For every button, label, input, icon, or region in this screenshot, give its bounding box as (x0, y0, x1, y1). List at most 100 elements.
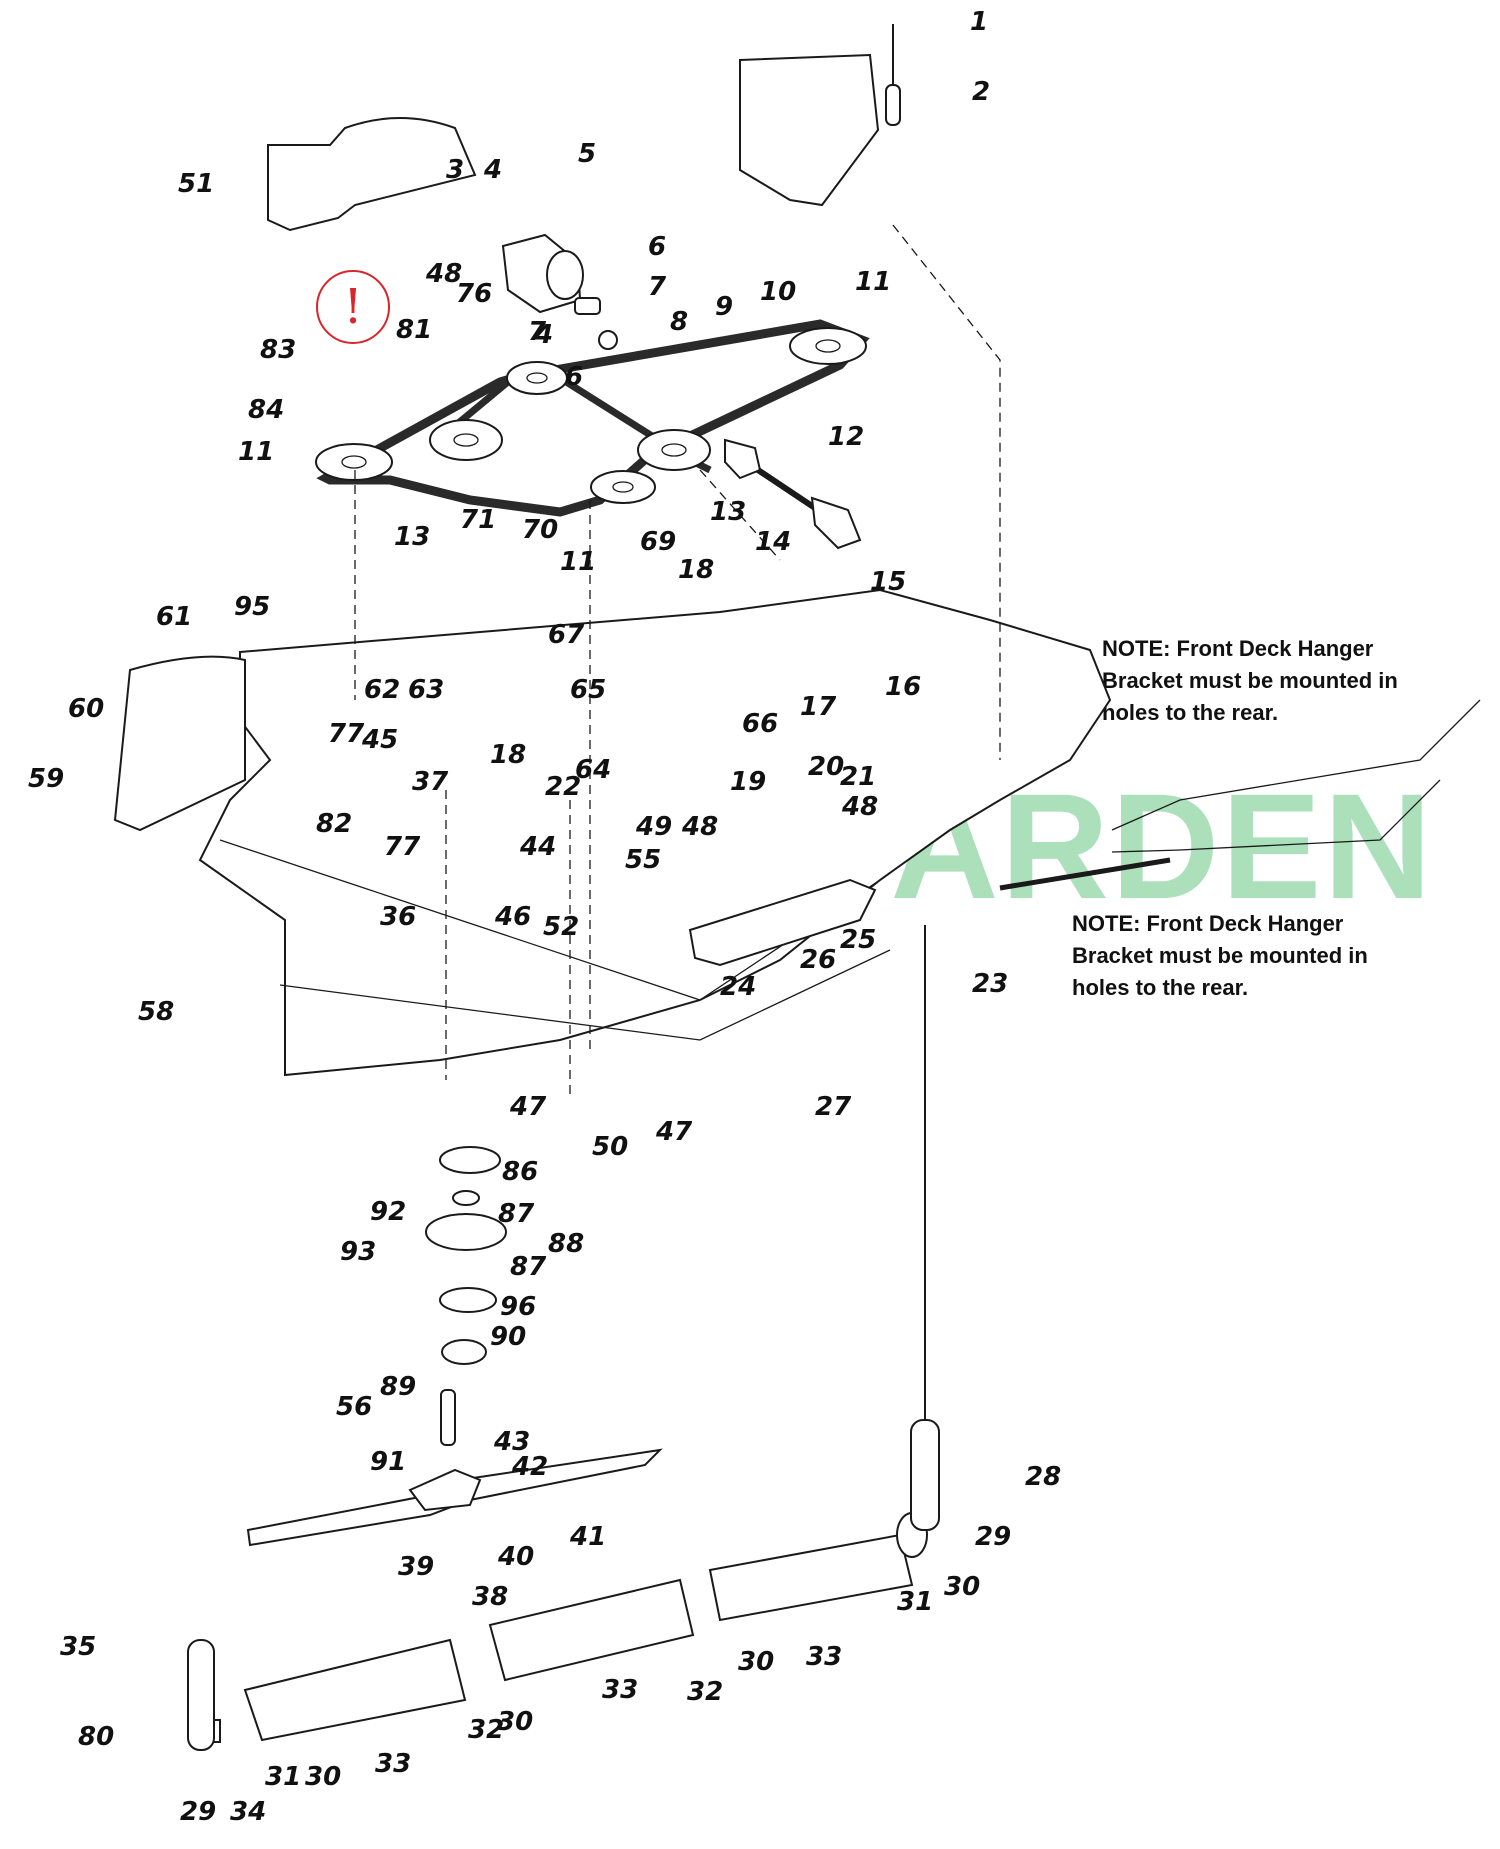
callout-n86: 86 (502, 1157, 538, 1187)
callout-n56: 56 (336, 1392, 372, 1422)
callout-n40: 40 (497, 1542, 534, 1572)
callout-n13b: 13 (710, 497, 746, 527)
callout-n6b: 6 (565, 362, 583, 392)
callout-n32b: 32 (468, 1715, 504, 1745)
callout-n67: 67 (548, 620, 585, 650)
callout-n21: 21 (840, 762, 876, 792)
callout-n18a: 18 (678, 555, 714, 585)
callout-n4b: 4 (534, 320, 553, 350)
callout-n11b: 11 (238, 437, 274, 467)
callout-n77b: 77 (384, 832, 421, 862)
callout-n41: 41 (569, 1522, 606, 1552)
callout-n51: 51 (178, 169, 214, 199)
callout-n91: 91 (370, 1447, 406, 1477)
drive-shaft-12 (724, 438, 862, 550)
callout-n84: 84 (248, 395, 284, 425)
callout-n22: 22 (545, 772, 581, 802)
callout-n11a: 11 (855, 267, 891, 297)
callout-n34: 34 (230, 1797, 266, 1827)
callout-n48c: 48 (841, 792, 878, 822)
height-bar-29-right (910, 1419, 940, 1531)
callout-n19: 19 (730, 767, 766, 797)
callout-n83: 83 (260, 335, 296, 365)
callout-n88: 88 (548, 1229, 584, 1259)
callout-n44: 44 (519, 832, 556, 862)
height-bar-29-left (187, 1639, 215, 1751)
callout-n33c: 33 (375, 1749, 411, 1779)
callout-n28: 28 (1025, 1462, 1061, 1492)
belt-guard-51 (267, 117, 477, 232)
callout-n60: 60 (68, 694, 104, 724)
callout-n90: 90 (490, 1322, 526, 1352)
callout-n12: 12 (828, 422, 864, 452)
callout-n33a: 33 (806, 1642, 842, 1672)
callout-n50: 50 (592, 1132, 628, 1162)
callout-n8: 8 (670, 307, 688, 337)
callout-n6a: 6 (648, 232, 666, 262)
callout-n31a: 31 (897, 1587, 933, 1617)
callout-n48b: 48 (681, 812, 718, 842)
callout-n39: 39 (398, 1552, 434, 1582)
callout-n5: 5 (578, 139, 596, 169)
blade-41 (246, 1448, 663, 1547)
belt-guard-2 (739, 53, 880, 207)
callout-n15: 15 (870, 567, 906, 597)
callout-n29b: 29 (180, 1797, 216, 1827)
callout-n14: 14 (755, 527, 791, 557)
gearbox-5 (501, 233, 618, 350)
guard-clip-2 (885, 84, 901, 126)
callout-n32a: 32 (687, 1677, 723, 1707)
callout-n59: 59 (28, 764, 64, 794)
callout-n30a: 30 (944, 1572, 980, 1602)
callout-n66: 66 (742, 709, 778, 739)
callout-n46: 46 (494, 902, 531, 932)
callout-n16: 16 (885, 672, 921, 702)
note-lower: NOTE: Front Deck Hanger Bracket must be … (1072, 911, 1368, 1000)
callout-n2: 2 (972, 77, 990, 107)
callout-n36: 36 (380, 902, 416, 932)
warning-icon: ! (316, 270, 390, 344)
roller-assembly (189, 1512, 928, 1743)
callout-n96: 96 (500, 1292, 536, 1322)
callout-n25: 25 (840, 925, 876, 955)
callout-n7b: 7 (528, 317, 547, 347)
callout-n89: 89 (380, 1372, 416, 1402)
callout-n9: 9 (715, 292, 733, 322)
callout-n92: 92 (370, 1197, 406, 1227)
callout-n31b: 31 (265, 1762, 301, 1792)
callout-n87b: 87 (510, 1252, 547, 1282)
callout-n17: 17 (800, 692, 837, 722)
callout-n47b: 47 (655, 1117, 693, 1147)
callout-n63: 63 (408, 675, 444, 705)
side-shield-59 (113, 655, 246, 832)
callout-n65: 65 (570, 675, 606, 705)
callout-n52: 52 (543, 912, 579, 942)
callout-n30b: 30 (738, 1647, 774, 1677)
callout-n70: 70 (522, 515, 558, 545)
callout-n87a: 87 (498, 1199, 535, 1229)
callout-n7a: 7 (648, 272, 667, 302)
callout-n62: 62 (364, 675, 400, 705)
callout-n58: 58 (138, 997, 174, 1027)
callout-n13a: 13 (394, 522, 430, 552)
callout-n55: 55 (625, 845, 661, 875)
note-upper: NOTE: Front Deck Hanger Bracket must be … (1102, 636, 1398, 725)
callout-n37: 37 (412, 767, 449, 797)
callout-n30d: 30 (305, 1762, 341, 1792)
callout-n93: 93 (340, 1237, 376, 1267)
belt-drive (315, 319, 870, 517)
callout-n1: 1 (970, 7, 988, 37)
callout-n42: 42 (511, 1452, 548, 1482)
callout-n10: 10 (760, 277, 796, 307)
callout-n33b: 33 (602, 1675, 638, 1705)
callout-n77a: 77 (328, 719, 365, 749)
callout-n81: 81 (396, 315, 432, 345)
front-hanger-bracket-24 (688, 878, 877, 967)
callout-n69: 69 (640, 527, 676, 557)
callout-n47a: 47 (509, 1092, 547, 1122)
callout-n38: 38 (472, 1582, 508, 1612)
callout-n48a: 48 (425, 259, 462, 289)
callout-n3: 3 (446, 155, 464, 185)
mower-deck-23 (198, 588, 1112, 1077)
